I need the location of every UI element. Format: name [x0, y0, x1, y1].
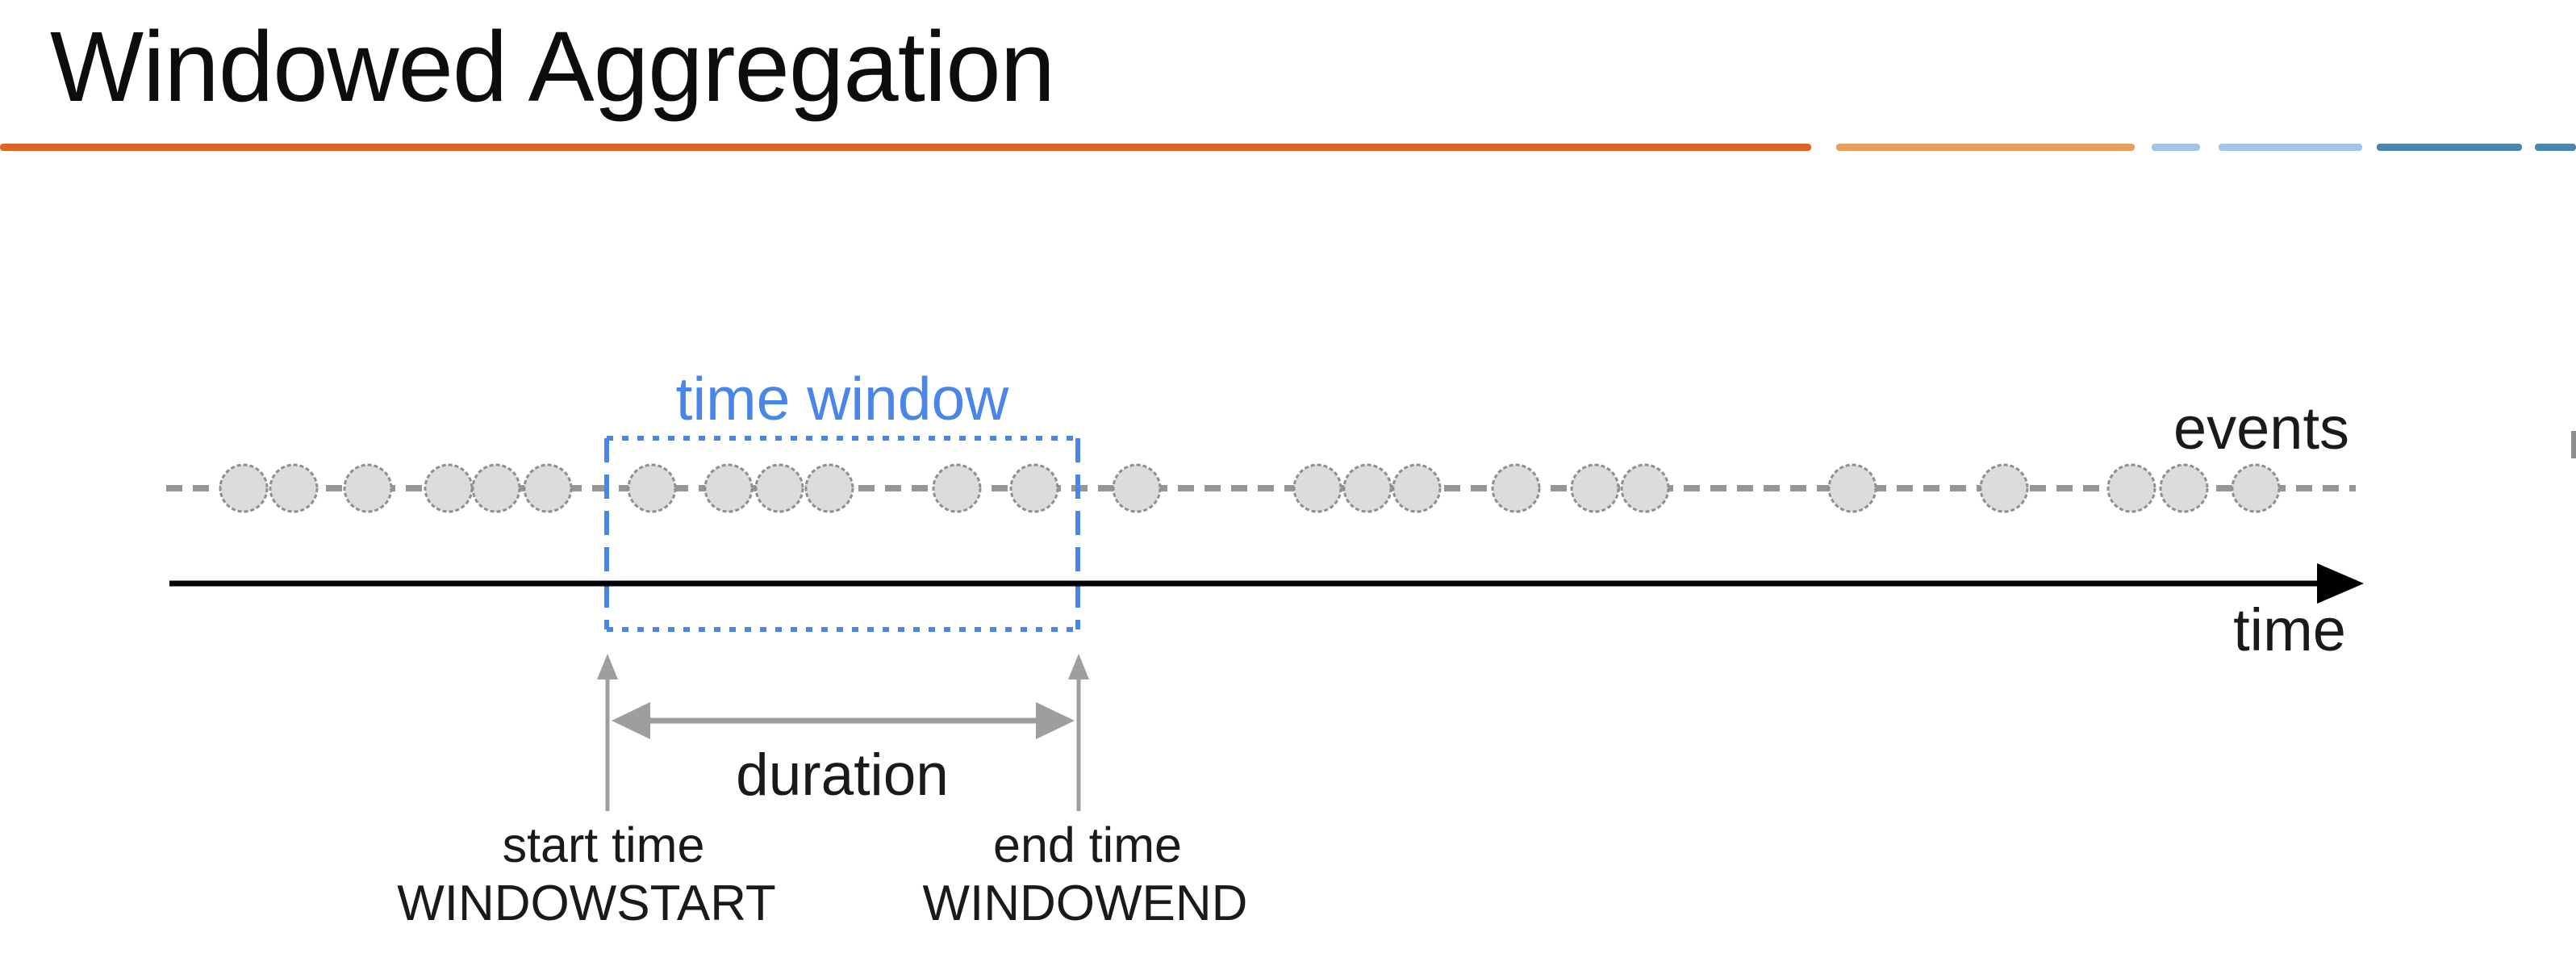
time-axis: [169, 563, 2364, 604]
event-dot: [1491, 463, 1541, 513]
events-label: events: [2173, 395, 2349, 462]
event-dot: [703, 463, 754, 513]
event-dot: [2159, 463, 2209, 513]
event-dot: [1342, 463, 1392, 513]
time-window-box: [604, 436, 1080, 632]
accent-rule-segment: [2219, 144, 2362, 151]
event-dot: [1979, 463, 2029, 513]
end-time-label: end time: [993, 818, 1182, 872]
event-dot: [1620, 463, 1670, 513]
duration-label: duration: [736, 742, 949, 808]
window-start-marker-arrow: [597, 654, 618, 811]
event-dot: [1009, 463, 1059, 513]
accent-rule-segment: [0, 144, 1811, 151]
accent-rule-segment: [2152, 144, 2200, 151]
time-window-label: time window: [676, 365, 1009, 433]
title-accent-rule: [0, 144, 2576, 151]
event-dot: [269, 463, 319, 513]
event-dot: [343, 463, 393, 513]
time-label: time: [2233, 596, 2346, 663]
event-dot: [754, 463, 804, 513]
event-dot: [1827, 463, 1877, 513]
accent-rule-segment: [2377, 144, 2522, 151]
event-dot: [523, 463, 573, 513]
edge-clipped-artifact: [2571, 431, 2576, 458]
event-dots-group: [219, 463, 2281, 513]
event-dot: [424, 463, 474, 513]
event-dot: [219, 463, 269, 513]
event-dot: [1392, 463, 1442, 513]
event-dot: [1292, 463, 1342, 513]
event-dot: [1570, 463, 1620, 513]
start-time-label: start time: [503, 818, 705, 872]
window-start-arrowhead-icon: [597, 654, 618, 680]
duration-left-arrowhead-icon: [612, 702, 650, 739]
event-dot: [1112, 463, 1162, 513]
event-dot: [471, 463, 521, 513]
windowend-label: WINDOWEND: [923, 876, 1248, 931]
accent-rule-segment: [1836, 144, 2135, 151]
event-dot: [627, 463, 677, 513]
time-axis-arrowhead-icon: [2317, 563, 2364, 604]
windowstart-label: WINDOWSTART: [397, 876, 776, 931]
event-dot: [804, 463, 854, 513]
window-end-marker-arrow: [1068, 654, 1089, 811]
duration-arrow: [612, 702, 1075, 739]
accent-rule-segment: [2535, 144, 2576, 151]
duration-right-arrowhead-icon: [1036, 702, 1075, 739]
event-dot: [2106, 463, 2156, 513]
event-dot: [2231, 463, 2281, 513]
window-end-arrowhead-icon: [1068, 654, 1089, 680]
event-dot: [932, 463, 982, 513]
slide-title: Windowed Aggregation: [50, 12, 1055, 123]
